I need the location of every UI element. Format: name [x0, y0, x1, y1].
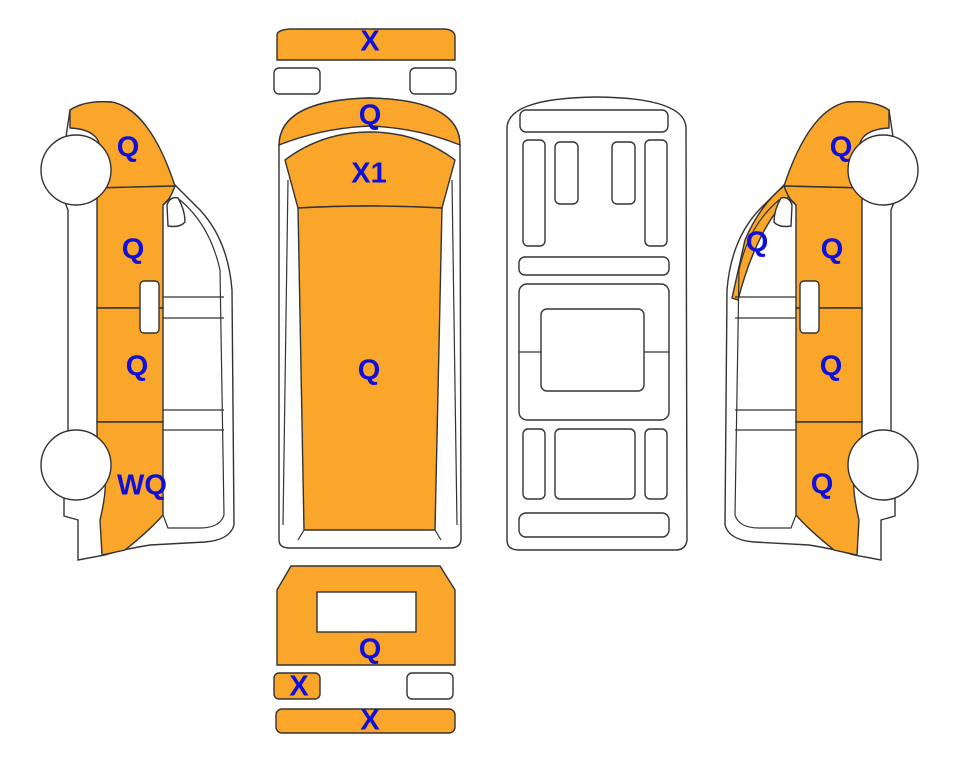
headlight-left[interactable] — [273, 67, 321, 95]
rear-window[interactable] — [316, 591, 417, 633]
right-rear-wheel[interactable] — [847, 429, 919, 501]
label-hood: Q — [358, 99, 382, 132]
label-roof: Q — [357, 354, 381, 387]
right-front-wheel[interactable] — [847, 134, 919, 206]
van-left-side — [40, 100, 235, 561]
left-door-handle[interactable] — [139, 280, 160, 334]
label-windshield: X1 — [351, 157, 387, 190]
headlight-right[interactable] — [409, 67, 457, 95]
front-bumper[interactable] — [276, 28, 456, 61]
roof-panel[interactable] — [297, 205, 443, 531]
rear-light-left[interactable] — [273, 672, 321, 700]
label-right-front-fender: Q — [829, 131, 853, 164]
label-right-rear-quarter: Q — [810, 468, 834, 501]
van-right-side — [724, 100, 919, 561]
label-right-a-pillar: Q — [745, 226, 769, 259]
van-underside — [506, 96, 688, 551]
label-left-front-door: Q — [121, 233, 145, 266]
rear-light-right[interactable] — [406, 672, 454, 700]
left-front-fender[interactable] — [69, 100, 176, 189]
van-top-view — [278, 97, 462, 549]
label-rear-light-left: X — [289, 670, 309, 703]
right-front-fender[interactable] — [783, 100, 890, 189]
label-right-front-door: Q — [820, 233, 844, 266]
hood-panel[interactable] — [278, 97, 461, 147]
label-rear-door: Q — [358, 633, 382, 666]
left-rear-wheel[interactable] — [40, 429, 112, 501]
label-front-bumper: X — [360, 25, 380, 58]
right-door-handle[interactable] — [799, 280, 820, 334]
rear-bumper[interactable] — [275, 708, 456, 734]
van-rear-view — [276, 565, 456, 666]
label-right-sliding-door: Q — [819, 350, 843, 383]
left-front-wheel[interactable] — [40, 134, 112, 206]
label-rear-bumper: X — [360, 704, 380, 737]
label-left-rear-quarter: WQ — [117, 469, 167, 502]
label-left-front-fender: Q — [116, 131, 140, 164]
label-left-sliding-door: Q — [125, 350, 149, 383]
